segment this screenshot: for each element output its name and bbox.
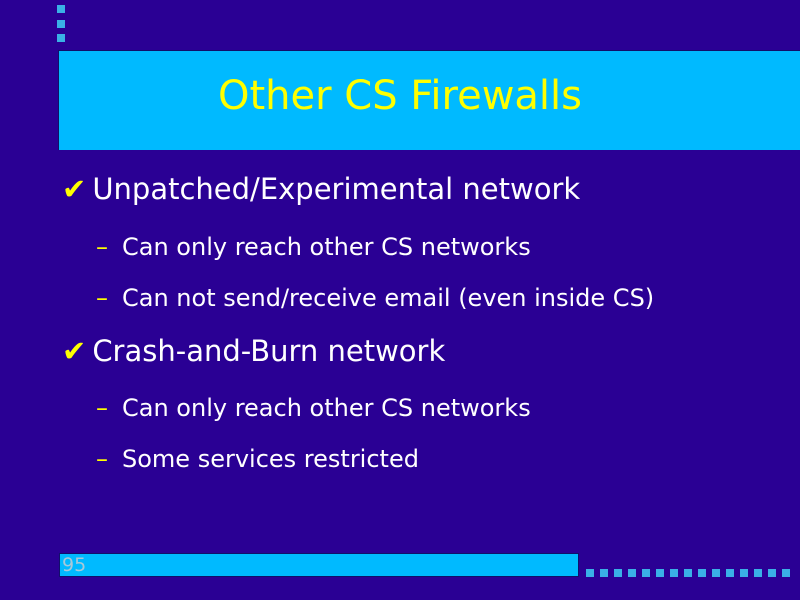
decor-dot (614, 569, 622, 577)
sub-bullet: –Can not send/receive email (even inside… (96, 284, 654, 312)
decor-dot (740, 569, 748, 577)
decor-dot (782, 569, 790, 577)
footer-bar: 95 (59, 553, 579, 577)
decor-dot (57, 20, 65, 28)
decor-dot (57, 34, 65, 42)
page-number: 95 (62, 554, 87, 576)
checkmark-icon: ✔ (62, 334, 87, 368)
bullet-item: ✔Crash-and-Burn network (62, 334, 445, 368)
decor-dot (726, 569, 734, 577)
bullet-text: Unpatched/Experimental network (92, 172, 581, 206)
decor-dot (754, 569, 762, 577)
sub-bullet-text: Can not send/receive email (even inside … (122, 284, 655, 312)
bullet-text: Crash-and-Burn network (92, 334, 446, 368)
decor-dot (768, 569, 776, 577)
dash-icon: – (96, 233, 108, 261)
decor-dot (586, 569, 594, 577)
sub-bullet: –Some services restricted (96, 445, 419, 473)
decor-dot (698, 569, 706, 577)
decor-dot (642, 569, 650, 577)
sub-bullet-text: Some services restricted (122, 445, 419, 473)
title-banner: Other CS Firewalls (58, 50, 800, 150)
bullet-item: ✔Unpatched/Experimental network (62, 172, 580, 206)
sub-bullet-text: Can only reach other CS networks (122, 394, 531, 422)
dash-icon: – (96, 394, 108, 422)
checkmark-icon: ✔ (62, 172, 87, 206)
decor-dot (684, 569, 692, 577)
decor-dot (600, 569, 608, 577)
decor-dot (670, 569, 678, 577)
sub-bullet: –Can only reach other CS networks (96, 233, 531, 261)
dash-icon: – (96, 284, 108, 312)
sub-bullet-text: Can only reach other CS networks (122, 233, 531, 261)
decor-dot (712, 569, 720, 577)
decor-dot (628, 569, 636, 577)
dash-icon: – (96, 445, 108, 473)
decor-dot (57, 5, 65, 13)
sub-bullet: –Can only reach other CS networks (96, 394, 531, 422)
decor-dot (656, 569, 664, 577)
slide-title: Other CS Firewalls (217, 73, 582, 119)
